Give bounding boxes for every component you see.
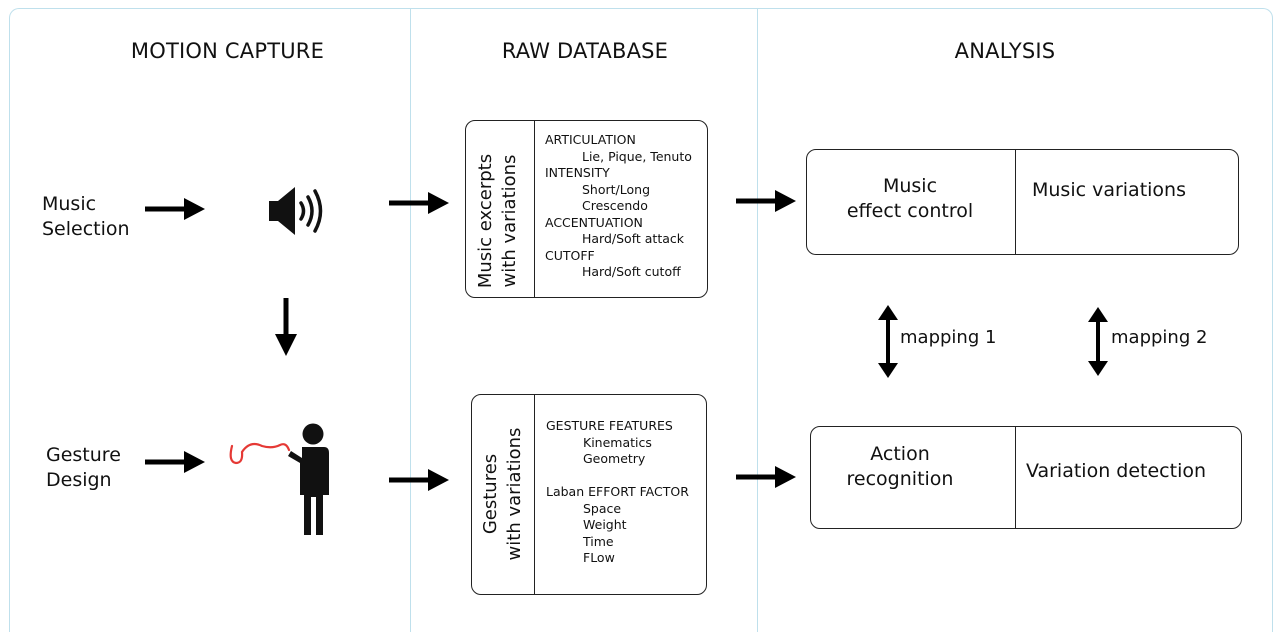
header-raw-database: RAW DATABASE xyxy=(501,39,669,63)
arrow-database-to-analysis-top xyxy=(736,190,796,212)
label-music-selection-line1: Music xyxy=(42,193,97,215)
music-feature-item: Crescendo xyxy=(582,198,648,213)
mapping-1-arrow xyxy=(878,305,898,378)
gesture-feature-item: FLow xyxy=(583,550,615,565)
label-gesture-design-line2: Design xyxy=(46,469,112,491)
gesture-feature-item: Kinematics xyxy=(583,434,652,450)
analysis-bottom-box xyxy=(810,426,1242,529)
music-feature-heading: CUTOFF xyxy=(545,247,595,263)
action-recognition-line1: Action xyxy=(870,443,930,465)
arrow-database-to-analysis-bottom xyxy=(736,466,796,488)
label-gesture-design-line1: Gesture xyxy=(46,444,121,466)
gesture-feature-item: Space xyxy=(583,500,622,516)
header-analysis: ANALYSIS xyxy=(954,39,1056,63)
gesture-feature-item: Weight xyxy=(583,517,627,532)
mapping-1-label: mapping 1 xyxy=(900,327,997,348)
music-feature-item: Short/Long xyxy=(582,181,651,197)
label-music-selection: Music Selection xyxy=(42,192,130,242)
action-recognition-line2: recognition xyxy=(846,468,954,490)
gesture-feature-item: Time xyxy=(583,533,614,549)
arrow-speaker-to-database xyxy=(389,192,449,214)
arrow-music-to-speaker xyxy=(145,198,205,220)
action-recognition: Action recognition xyxy=(810,442,990,492)
analysis-top-split xyxy=(1015,150,1016,254)
gesture-feature-heading: Laban EFFORT FACTOR xyxy=(546,484,689,499)
gestures-box xyxy=(471,394,707,595)
mapping-2-label: mapping 2 xyxy=(1111,327,1208,348)
label-gesture-design: Gesture Design xyxy=(46,443,121,493)
music-effect-control-line2: effect control xyxy=(846,200,974,222)
music-variations: Music variations xyxy=(1031,179,1186,201)
variation-detection: Variation detection xyxy=(1025,460,1207,482)
music-excerpts-box xyxy=(465,120,708,298)
music-feature-heading: INTENSITY xyxy=(545,165,610,180)
arrow-speaker-to-person xyxy=(275,298,297,356)
music-effect-control-line1: Music xyxy=(882,175,938,197)
music-feature-item: Hard/Soft cutoff xyxy=(582,264,681,279)
header-motion-capture: MOTION CAPTURE xyxy=(130,39,325,63)
music-feature-item: Hard/Soft attack xyxy=(582,231,684,246)
section-divider-2 xyxy=(757,8,758,632)
music-feature-heading: ARTICULATION xyxy=(545,132,636,147)
gesture-feature-heading: GESTURE FEATURES xyxy=(546,418,673,433)
mapping-2-arrow xyxy=(1088,307,1108,376)
label-music-selection-line2: Selection xyxy=(42,218,130,240)
gestures-box-split xyxy=(534,395,535,594)
music-box-split xyxy=(534,121,535,297)
gesture-feature-item: Geometry xyxy=(583,451,646,466)
analysis-bottom-split xyxy=(1015,427,1016,528)
speaker-icon xyxy=(269,187,323,235)
diagram-frame xyxy=(9,8,1273,632)
analysis-top-box xyxy=(806,149,1239,255)
music-feature-heading: ACCENTUATION xyxy=(545,214,643,230)
music-effect-control: Music effect control xyxy=(806,174,1014,224)
person-with-gesture-icon xyxy=(229,423,329,535)
arrow-gesture-to-person xyxy=(145,451,205,473)
arrow-person-to-database xyxy=(389,469,449,491)
music-feature-item: Lie, Pique, Tenuto xyxy=(582,148,692,164)
section-divider-1 xyxy=(410,8,411,632)
